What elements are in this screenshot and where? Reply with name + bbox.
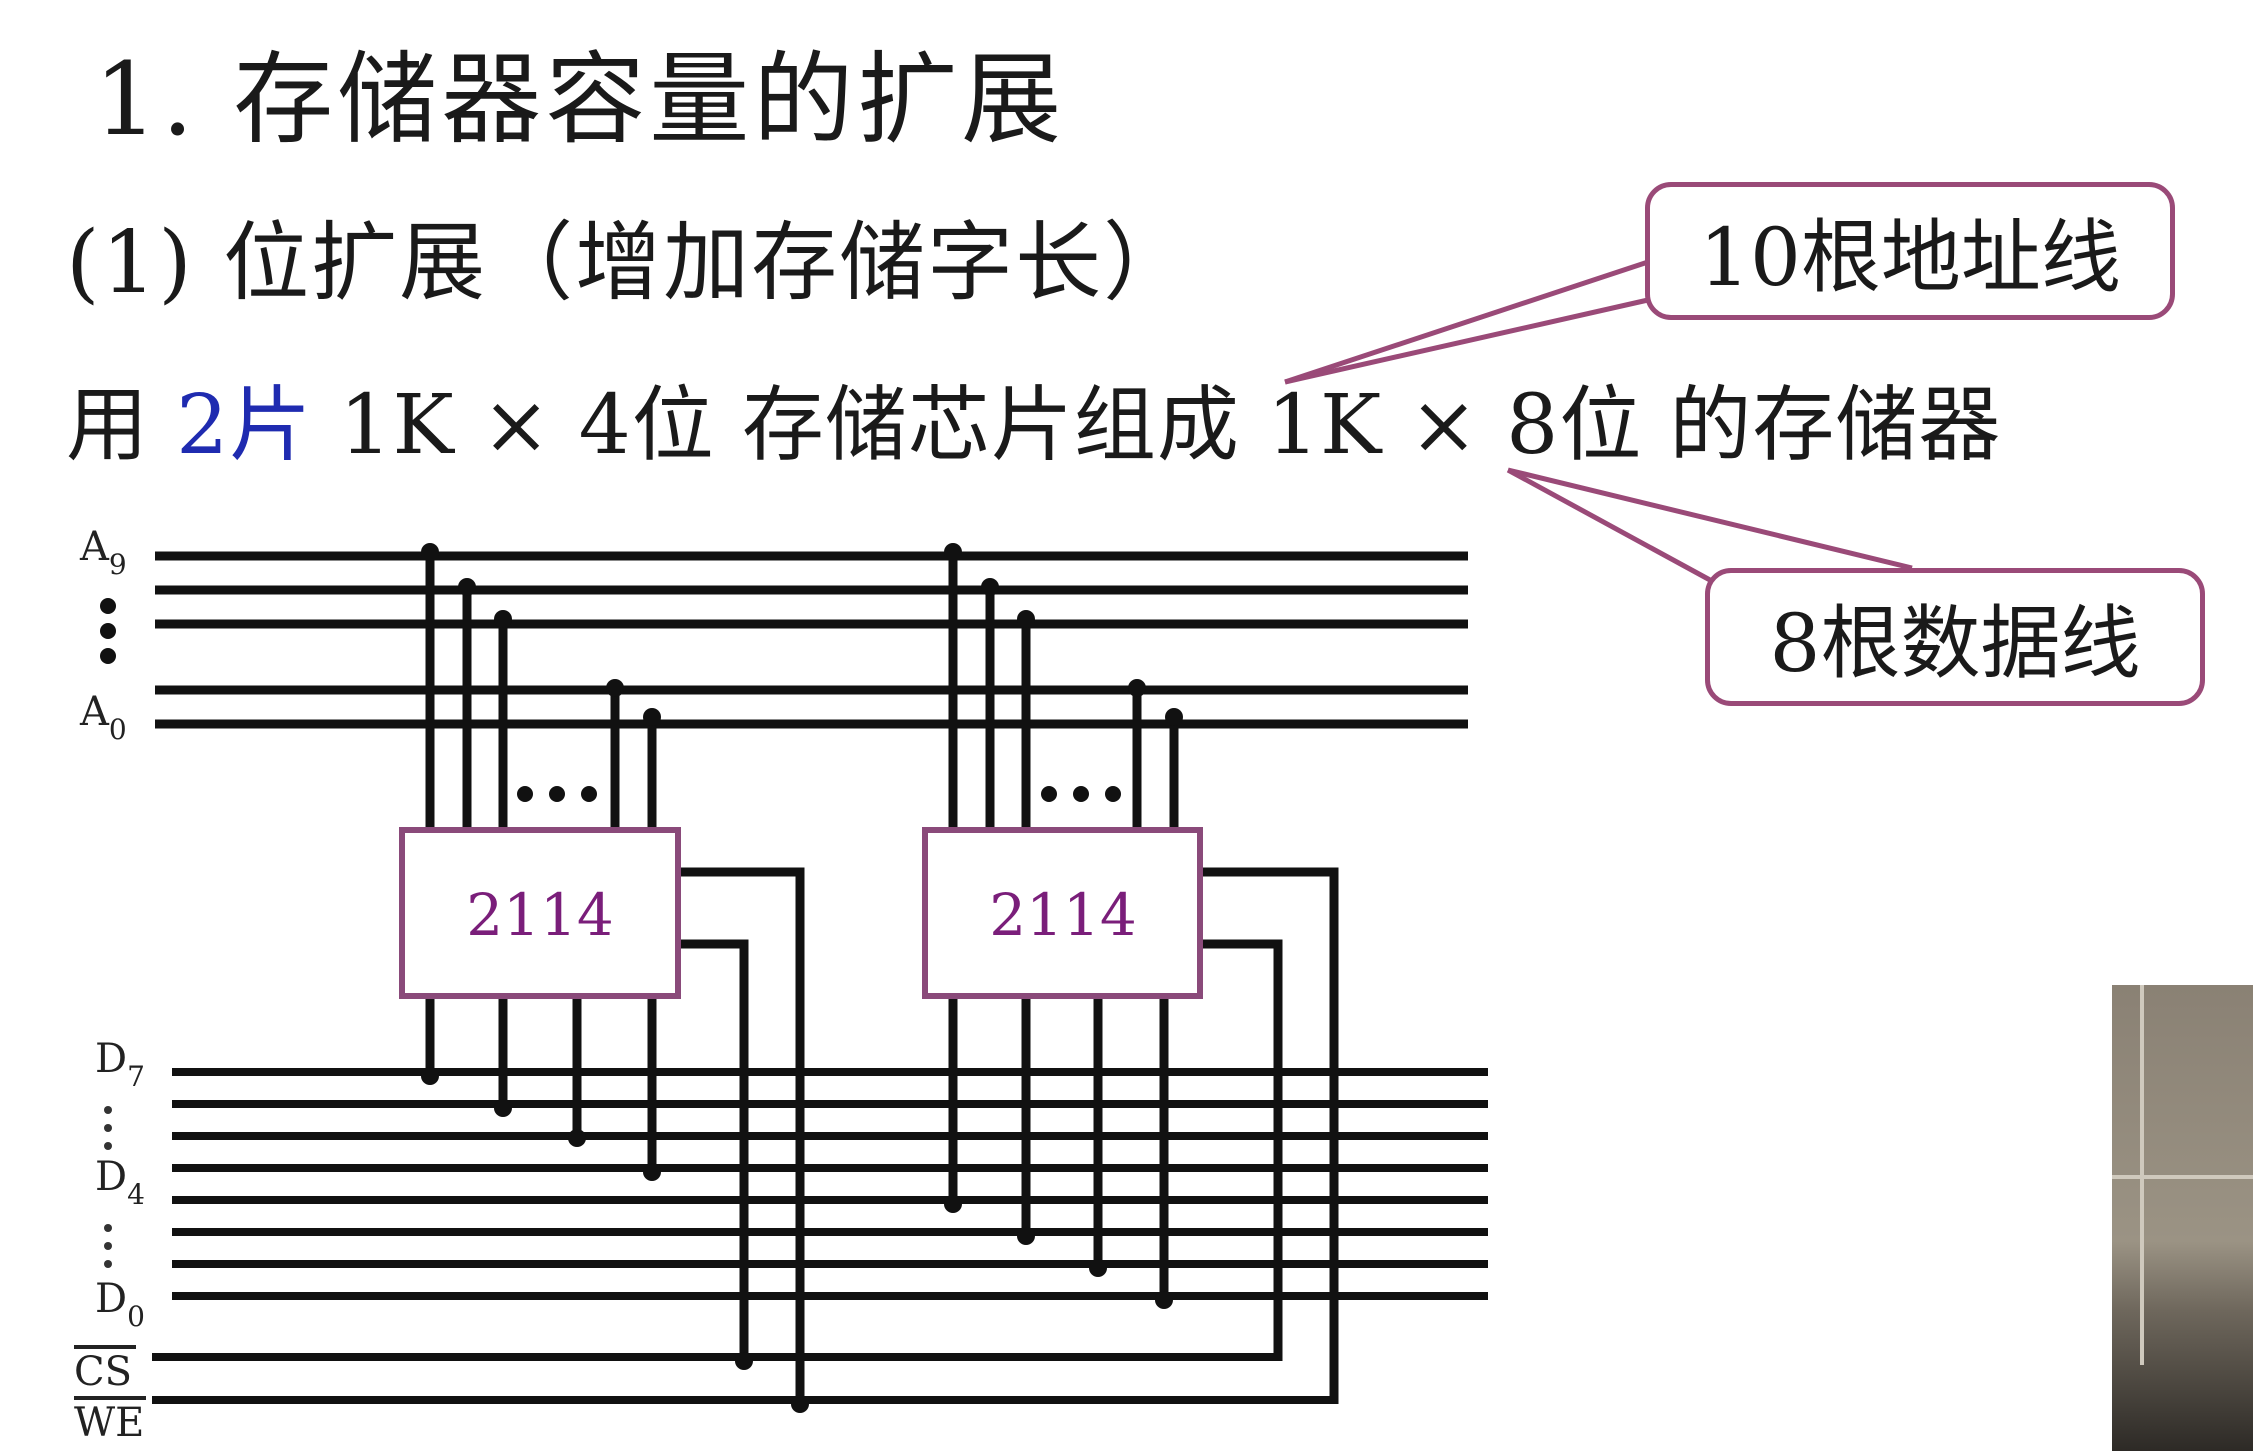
video-thumbnail <box>2112 985 2253 1451</box>
pin-label-cs: CS <box>74 1349 132 1395</box>
chip-2-wiring <box>948 552 1339 1404</box>
thumbnail-frame-horizontal <box>2112 1175 2253 1179</box>
pin-label-d0: D0 <box>95 1276 145 1333</box>
address-bus <box>155 551 1468 729</box>
slide-subtitle: (1) 位扩展（增加存储字长） <box>66 213 1192 313</box>
pin-label-d4: D4 <box>95 1154 145 1211</box>
data-callout-pointer <box>1506 467 1913 583</box>
address-lines-callout: 10根地址线 <box>1645 182 2175 320</box>
data-lines-callout: 8根数据线 <box>1705 568 2205 706</box>
pin-label-a0: A0 <box>79 689 127 746</box>
address-ellipsis-dots <box>100 598 116 664</box>
pin-label-a9: A9 <box>79 524 127 581</box>
chip-2-label: 2114 <box>989 881 1137 949</box>
pin-label-d7: D7 <box>95 1036 145 1093</box>
control-lines <box>152 1353 1334 1404</box>
description-highlight: 2片 <box>176 378 313 473</box>
slide-title: 1. 存储器容量的扩展 <box>94 41 1066 158</box>
chip-1: 2114 <box>399 827 681 999</box>
slide-description: 用 2片 1K × 4位 存储芯片组成 1K × 8位 的存储器 <box>66 385 2001 467</box>
description-prefix: 用 <box>66 378 177 473</box>
chip-1-label: 2114 <box>466 881 614 949</box>
description-rest: 1K × 4位 存储芯片组成 1K × 8位 的存储器 <box>312 378 2002 473</box>
data-lines-callout-text: 8根数据线 <box>1769 597 2141 690</box>
address-callout-pointer <box>1284 259 1649 385</box>
address-lines-callout-text: 10根地址线 <box>1699 211 2121 304</box>
junction-dots <box>421 543 1183 1413</box>
chip-2-ellipsis <box>1041 786 1121 802</box>
chip-1-ellipsis <box>517 786 597 802</box>
pin-label-we: WE <box>74 1400 144 1446</box>
chip-1-wiring <box>425 552 805 1404</box>
data-bus <box>172 1068 1488 1300</box>
chip-2: 2114 <box>922 827 1203 999</box>
d-ellipsis-dots <box>104 1106 112 1268</box>
